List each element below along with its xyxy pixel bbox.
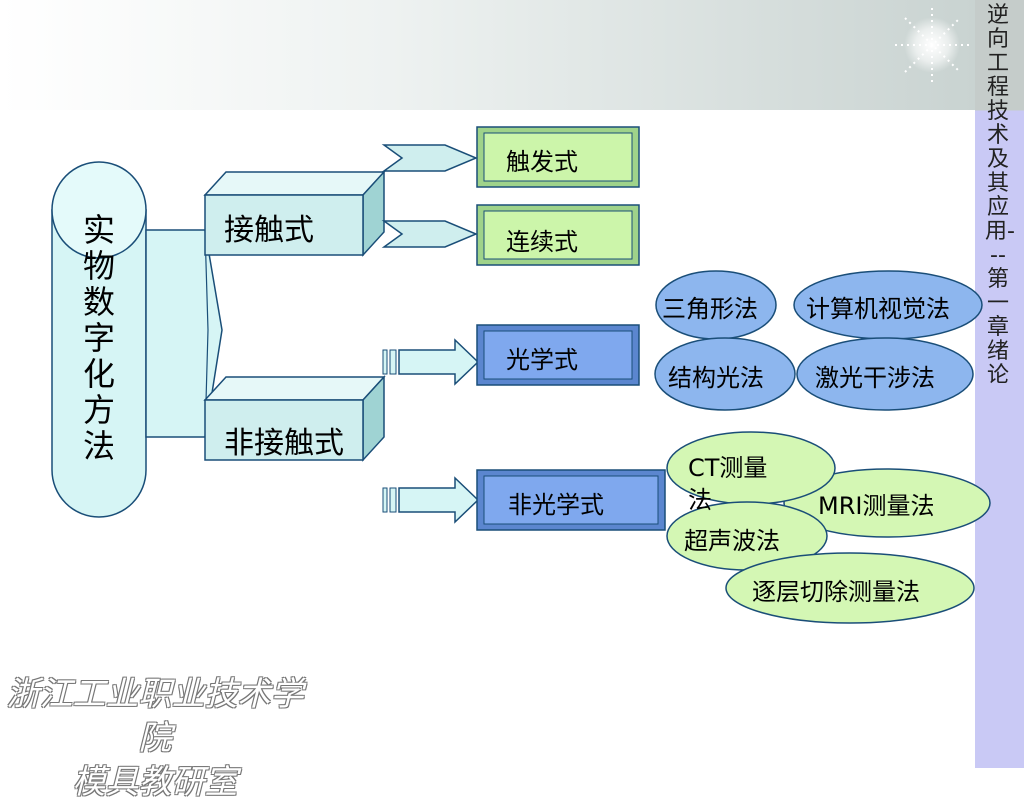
side-band bbox=[975, 0, 1024, 768]
root-cylinder bbox=[51, 161, 147, 518]
optical-label: 光学式 bbox=[506, 346, 578, 374]
ellipse-layer-removal bbox=[725, 552, 975, 624]
noncontact-box bbox=[203, 375, 386, 462]
nonoptical-label: 非光学式 bbox=[508, 491, 604, 519]
structured-light-label: 结构光法 bbox=[668, 364, 764, 392]
noncontact-label: 非接触式 bbox=[224, 426, 344, 461]
footer-line-2: 模具教研室 bbox=[72, 762, 238, 801]
root-label: 实物数字化方法 bbox=[82, 211, 115, 465]
arrow-nonoptical bbox=[382, 476, 480, 524]
arrow-continuous bbox=[381, 220, 478, 248]
optical-box bbox=[476, 324, 640, 386]
brace-connector bbox=[145, 229, 223, 438]
laser-interference-label: 激光干涉法 bbox=[815, 364, 935, 392]
continuous-label: 连续式 bbox=[506, 228, 578, 256]
trigger-box bbox=[476, 126, 640, 188]
contact-label: 接触式 bbox=[224, 213, 314, 248]
arrow-trigger bbox=[381, 144, 478, 172]
computer-vision-label: 计算机视觉法 bbox=[806, 295, 950, 323]
triangulation-label: 三角形法 bbox=[662, 295, 758, 323]
side-title: 逆向工程技术及其应用---第一章 绪论 bbox=[985, 3, 1015, 388]
ct-label: CT测量法 bbox=[688, 454, 768, 514]
header-band bbox=[0, 0, 975, 110]
nonoptical-box bbox=[476, 469, 666, 531]
sparkle-icon bbox=[895, 8, 970, 82]
layer-removal-label: 逐层切除测量法 bbox=[752, 578, 920, 606]
diagram-canvas bbox=[51, 8, 991, 624]
arrow-optical bbox=[382, 338, 480, 386]
continuous-box bbox=[476, 204, 640, 266]
trigger-label: 触发式 bbox=[506, 148, 578, 176]
contact-box bbox=[203, 170, 386, 257]
ellipse-mri bbox=[783, 468, 991, 538]
ellipse-laser-interference bbox=[796, 337, 974, 411]
footer: 浙江工业职业技术学院 模具教研室 bbox=[0, 672, 310, 804]
footer-line-1: 浙江工业职业技术学院 bbox=[6, 674, 304, 757]
ellipse-structured-light bbox=[654, 337, 796, 411]
mri-label: MRI测量法 bbox=[818, 492, 935, 520]
ultrasound-label: 超声波法 bbox=[684, 527, 780, 555]
